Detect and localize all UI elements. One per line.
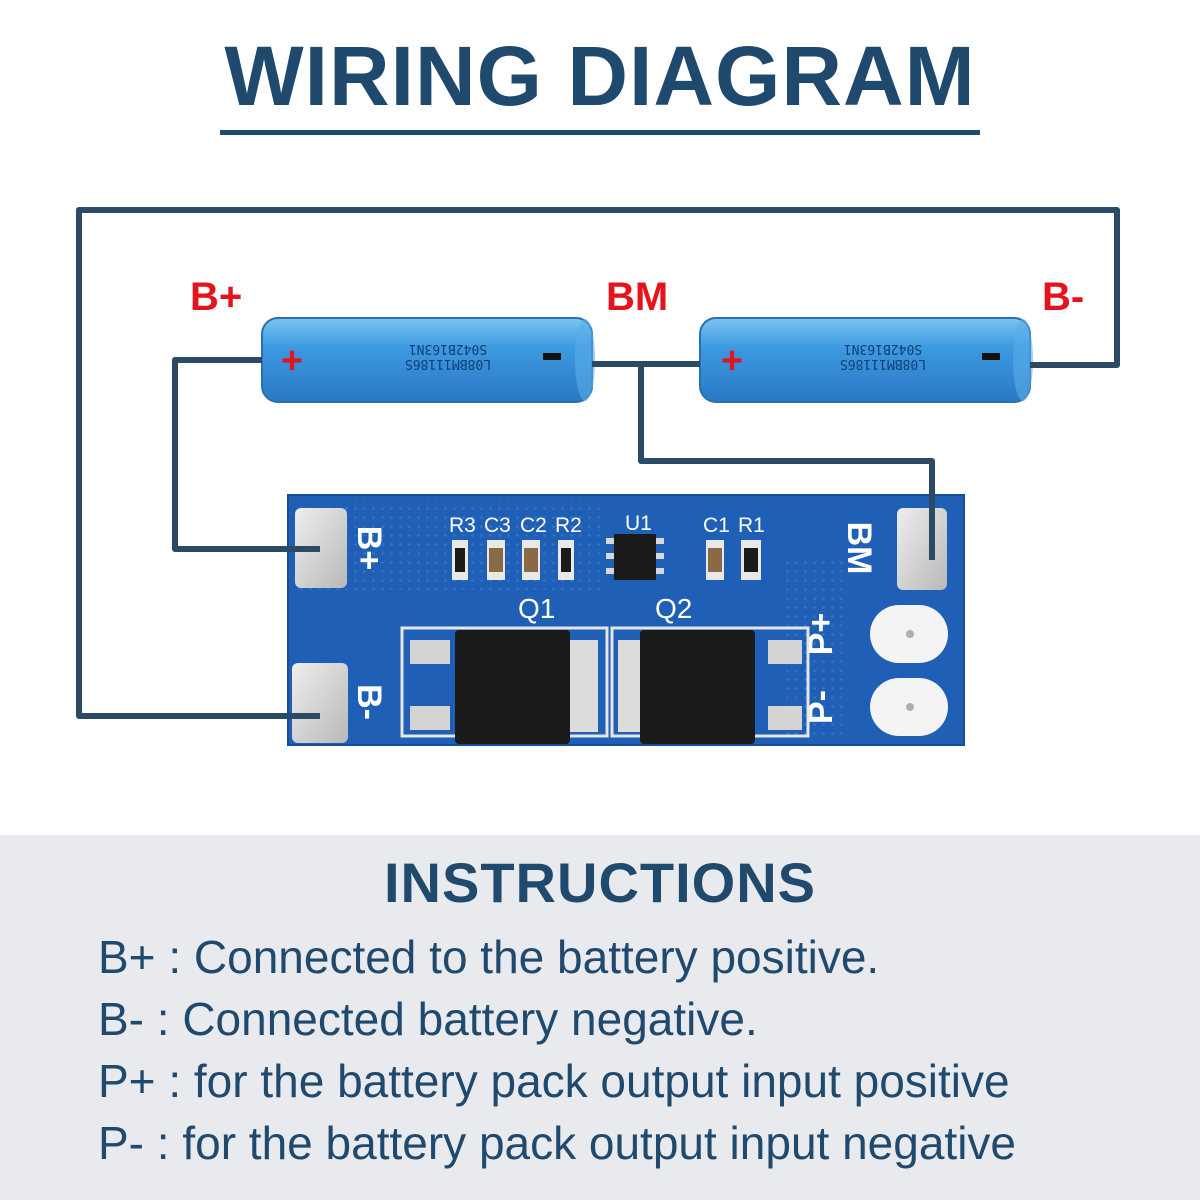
wire-b-minus-loop	[76, 207, 1120, 719]
wire-b-plus	[172, 357, 320, 552]
mosfet-label-q1: Q1	[518, 593, 555, 624]
cell-1-minus-sign	[543, 353, 561, 360]
smd-capacitor-c2	[522, 540, 540, 580]
smd-resistor-r3	[452, 540, 468, 580]
cell-2-print-line-1: L08BM11186S	[840, 356, 926, 371]
component-label-r3: R3	[449, 514, 476, 537]
instructions-panel	[0, 835, 1200, 1200]
mosfet-q1	[410, 630, 598, 744]
instruction-line-p-plus: P+ : for the battery pack output input p…	[98, 1055, 1010, 1107]
smd-capacitor-c1	[706, 540, 724, 580]
wires	[76, 207, 1120, 719]
wire-bm	[638, 364, 935, 560]
mosfet-q2	[618, 630, 802, 744]
pcb-pin-bm: BM	[840, 522, 878, 575]
instruction-line-p-minus: P- : for the battery pack output input n…	[98, 1117, 1017, 1169]
smd-resistor-r2	[558, 540, 574, 580]
p-minus-hole	[906, 703, 914, 711]
component-label-c2: C2	[520, 514, 547, 537]
p-plus-hole	[906, 630, 914, 638]
smd-resistor-r1	[741, 540, 761, 580]
cell-2-plus-sign: +	[721, 340, 743, 382]
instructions-heading: INSTRUCTIONS	[384, 851, 816, 914]
label-bm: BM	[606, 275, 668, 319]
bm-pad	[897, 508, 947, 590]
bms-board: B+ B- BM P+ P- R3 C3 C2 R2 U1 C1 R1	[287, 494, 965, 746]
component-label-r1: R1	[738, 514, 765, 537]
component-label-c1: C1	[703, 514, 730, 537]
b-plus-pad	[295, 508, 347, 588]
page-title: WIRING DIAGRAM	[0, 30, 1200, 135]
cell-2-print-line-2: S042B163N1	[844, 341, 922, 356]
component-label-u1: U1	[625, 512, 652, 535]
mosfet-label-q2: Q2	[655, 593, 692, 624]
cell-2-minus-sign	[982, 353, 1000, 360]
label-b-minus: B-	[1042, 275, 1084, 319]
component-label-r2: R2	[555, 514, 582, 537]
cell-1-print-line-2: S042B163N1	[409, 341, 487, 356]
label-b-plus: B+	[190, 275, 242, 319]
pcb-dot-pattern	[300, 500, 600, 590]
title-text: WIRING DIAGRAM	[220, 30, 980, 135]
cell-1-print-line-1: L08BM11186S	[405, 356, 491, 371]
b-minus-pad	[292, 663, 348, 743]
instruction-line-b-plus: B+ : Connected to the battery positive.	[98, 931, 880, 983]
instruction-line-b-minus: B- : Connected battery negative.	[98, 993, 758, 1045]
smd-capacitor-c3	[487, 540, 505, 580]
wiring-diagram: B+ B- BM P+ P- R3 C3 C2 R2 U1 C1 R1	[76, 207, 1120, 746]
battery-cell-2: + L08BM11186S S042B163N1	[699, 317, 1033, 403]
battery-cell-1: + L08BM11186S S042B163N1	[261, 317, 595, 403]
ic-u1	[606, 534, 664, 580]
cell-1-plus-sign: +	[281, 340, 303, 382]
pcb-pin-b-plus: B+	[350, 526, 388, 570]
pcb-pin-b-minus: B-	[350, 684, 388, 720]
component-label-c3: C3	[484, 514, 511, 537]
